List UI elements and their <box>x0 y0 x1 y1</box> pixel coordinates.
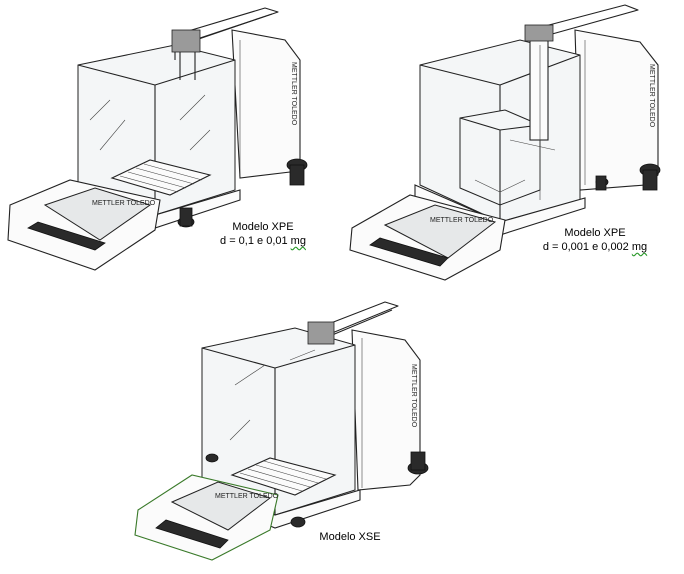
brand-label-2: METTLER TOLEDO <box>648 64 655 128</box>
brand-label-3: METTLER TOLEDO <box>410 364 417 428</box>
caption-xpe-2-unit: mg <box>631 241 648 253</box>
balance-xpe-illustration-2: METTLER TOLEDO METTLER TOLEDO <box>340 0 684 290</box>
terminal-brand-2: METTLER TOLEDO <box>430 217 494 224</box>
caption-xse-model: Modelo XSE <box>319 531 381 543</box>
caption-xpe-2-model: Modelo XPE <box>564 227 626 239</box>
caption-xse: Modelo XSE <box>300 530 400 544</box>
balance-xpe-illustration-1: METTLER TOLEDO METTLER TOLEDO <box>0 0 330 290</box>
caption-xpe-2: Modelo XPE d = 0,001 e 0,002 mg <box>530 226 660 254</box>
terminal-brand-3: METTLER TOLEDO <box>215 493 279 500</box>
balance-xse-illustration: METTLER TOLEDO METTLER TOLEDO <box>130 290 450 569</box>
balance-xse-drawing: METTLER TOLEDO METTLER TOLEDO <box>134 301 429 561</box>
caption-xpe-1-model: Modelo XPE <box>232 221 294 233</box>
caption-xpe-1: Modelo XPE d = 0,1 e 0,01 mg <box>213 220 313 248</box>
terminal-brand-1: METTLER TOLEDO <box>92 200 156 207</box>
caption-xpe-2-resolution: d = 0,001 e 0,002 <box>542 241 632 253</box>
caption-xpe-1-resolution: d = 0,1 e 0,01 <box>220 235 291 247</box>
balance-xpe-1-drawing: METTLER TOLEDO METTLER TOLEDO <box>7 7 308 271</box>
brand-label-1: METTLER TOLEDO <box>290 62 297 126</box>
balance-xpe-2-drawing: METTLER TOLEDO METTLER TOLEDO <box>349 4 661 281</box>
caption-xpe-1-unit: mg <box>290 235 306 247</box>
